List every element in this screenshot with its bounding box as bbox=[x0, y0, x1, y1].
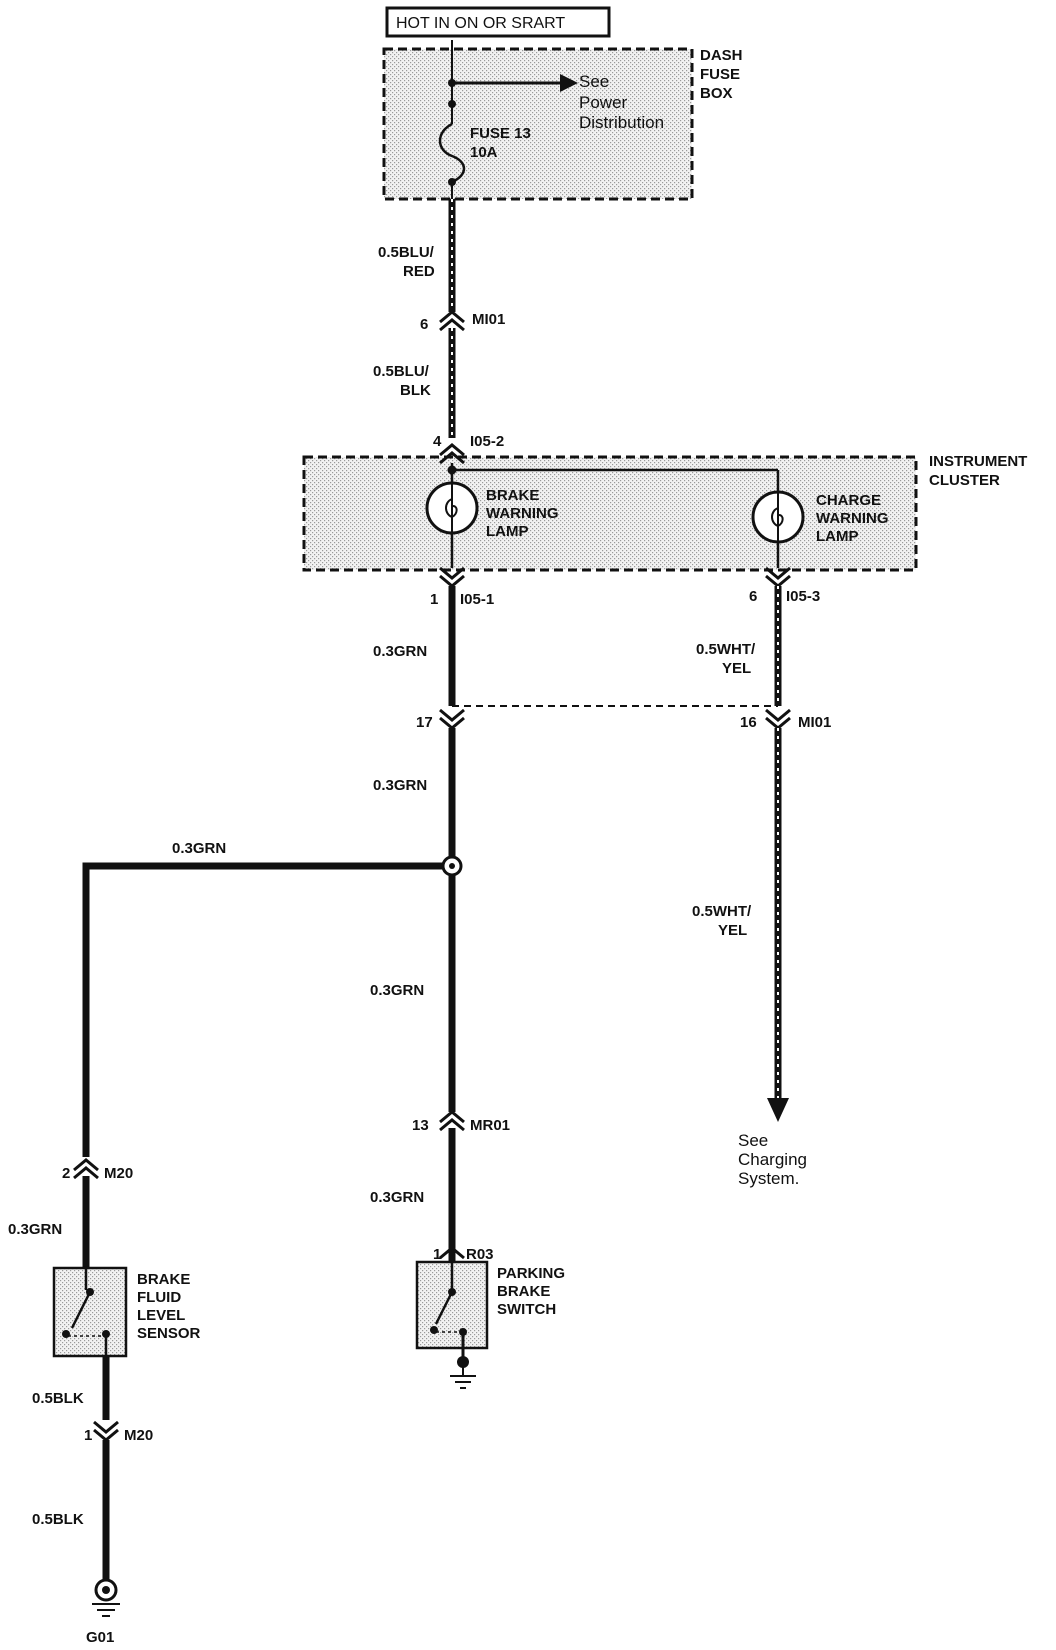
parking-brake-switch bbox=[415, 1260, 489, 1368]
arrow-down-icon bbox=[767, 1098, 789, 1122]
wire-label-grn-branch: 0.3GRN bbox=[172, 840, 226, 857]
name-mi01-right: MI01 bbox=[798, 714, 831, 731]
charge-warning-lamp bbox=[751, 490, 805, 544]
wire-label-wht-yel-1b: YEL bbox=[722, 660, 751, 677]
ground-g01: G01 bbox=[86, 1578, 120, 1646]
name-m20-top: M20 bbox=[104, 1165, 133, 1182]
connector-m20-top: 2 M20 bbox=[62, 1158, 133, 1182]
pin-mi01-left: 17 bbox=[416, 714, 433, 731]
connector-i05-3: 6 I05-3 bbox=[749, 566, 820, 605]
pin-i05-2: 4 bbox=[433, 433, 442, 450]
see-charging-line-3: System. bbox=[738, 1169, 799, 1188]
ground-symbol-r03 bbox=[450, 1366, 476, 1389]
arrow-right-icon bbox=[560, 74, 578, 92]
wire-label-blu-blk-1: 0.5BLU/ bbox=[373, 363, 430, 380]
name-m20-bottom: M20 bbox=[124, 1427, 153, 1444]
fuse-rating: 10A bbox=[470, 144, 498, 161]
wire-label-wht-yel-1a: 0.5WHT/ bbox=[696, 641, 756, 658]
dash-fuse-box-label-3: BOX bbox=[700, 85, 733, 102]
brake-warning-lamp bbox=[425, 481, 479, 535]
wire-label-grn-1: 0.3GRN bbox=[373, 643, 427, 660]
charge-lamp-label-3: LAMP bbox=[816, 528, 859, 545]
see-power-line-2: Power bbox=[579, 93, 628, 112]
name-mr01: MR01 bbox=[470, 1117, 510, 1134]
dash-fuse-box-label-1: DASH bbox=[700, 47, 743, 64]
brake-lamp-label-3: LAMP bbox=[486, 523, 529, 540]
brake-lamp-label-1: BRAKE bbox=[486, 487, 539, 504]
name-i05-1: I05-1 bbox=[460, 591, 494, 608]
instrument-cluster-label-2: CLUSTER bbox=[929, 472, 1000, 489]
pin-mi01-right: 16 bbox=[740, 714, 757, 731]
name-mi01-top: MI01 bbox=[472, 311, 505, 328]
connector-mi01-left: 17 bbox=[416, 708, 465, 731]
pin-mr01: 13 bbox=[412, 1117, 429, 1134]
wire-label-grn-2: 0.3GRN bbox=[373, 777, 427, 794]
see-power-line-1: See bbox=[579, 72, 609, 91]
wire-label-blu-red-2: RED bbox=[403, 263, 435, 280]
parking-brake-label-3: SWITCH bbox=[497, 1301, 556, 1318]
parking-brake-label-2: BRAKE bbox=[497, 1283, 550, 1300]
wire-label-grn-5: 0.3GRN bbox=[8, 1221, 62, 1238]
fuse-name: FUSE 13 bbox=[470, 125, 531, 142]
connector-r03: 1 R03 bbox=[433, 1246, 494, 1263]
pin-r03: 1 bbox=[433, 1246, 441, 1263]
connector-mr01: 13 MR01 bbox=[412, 1110, 510, 1134]
brake-fluid-label-2: FLUID bbox=[137, 1289, 181, 1306]
brake-fluid-label-3: LEVEL bbox=[137, 1307, 185, 1324]
wire-label-blu-red-1: 0.5BLU/ bbox=[378, 244, 435, 261]
connector-mi01-top: 6 MI01 bbox=[420, 310, 505, 333]
wire-label-wht-yel-2a: 0.5WHT/ bbox=[692, 903, 752, 920]
charge-lamp-label-2: WARNING bbox=[816, 510, 889, 527]
name-i05-2: I05-2 bbox=[470, 433, 504, 450]
wire-label-blk-2: 0.5BLK bbox=[32, 1511, 84, 1528]
pin-m20-top: 2 bbox=[62, 1165, 70, 1182]
power-source-header: HOT IN ON OR SRART bbox=[385, 6, 611, 38]
brake-fluid-level-sensor bbox=[52, 1266, 128, 1358]
wire-label-blk-1: 0.5BLK bbox=[32, 1390, 84, 1407]
connector-m20-bottom: 1 M20 bbox=[84, 1420, 153, 1444]
pin-i05-1: 1 bbox=[430, 591, 438, 608]
pin-mi01-top: 6 bbox=[420, 316, 428, 333]
ground-label: G01 bbox=[86, 1629, 114, 1646]
dash-fuse-box: DASH FUSE BOX See Power Distribution FUS… bbox=[382, 40, 743, 201]
parking-brake-label-1: PARKING bbox=[497, 1265, 565, 1282]
connector-i05-1: 1 I05-1 bbox=[430, 566, 494, 608]
wire-grn-branch bbox=[82, 862, 452, 1157]
brake-fluid-label-1: BRAKE bbox=[137, 1271, 190, 1288]
pin-i05-3: 6 bbox=[749, 588, 757, 605]
brake-lamp-label-2: WARNING bbox=[486, 505, 559, 522]
wire-label-grn-3: 0.3GRN bbox=[370, 982, 424, 999]
wire-label-wht-yel-2b: YEL bbox=[718, 922, 747, 939]
see-power-line-3: Distribution bbox=[579, 113, 664, 132]
instrument-cluster-label-1: INSTRUMENT bbox=[929, 453, 1027, 470]
see-charging-line-2: Charging bbox=[738, 1150, 807, 1169]
name-i05-3: I05-3 bbox=[786, 588, 820, 605]
wire-label-grn-4: 0.3GRN bbox=[370, 1189, 424, 1206]
dash-fuse-box-label-2: FUSE bbox=[700, 66, 740, 83]
brake-fluid-label-4: SENSOR bbox=[137, 1325, 201, 1342]
wire-label-blu-blk-2: BLK bbox=[400, 382, 431, 399]
pin-m20-bottom: 1 bbox=[84, 1427, 92, 1444]
header-label: HOT IN ON OR SRART bbox=[396, 15, 565, 32]
instrument-cluster: INSTRUMENT CLUSTER 4 I05-2 BRAKE WARNING… bbox=[302, 433, 1027, 572]
charge-lamp-label-1: CHARGE bbox=[816, 492, 881, 509]
fuse-13-symbol bbox=[438, 122, 466, 184]
connector-mi01-right: 16 MI01 bbox=[740, 708, 831, 731]
see-charging-line-1: See bbox=[738, 1131, 768, 1150]
name-r03: R03 bbox=[466, 1246, 494, 1263]
